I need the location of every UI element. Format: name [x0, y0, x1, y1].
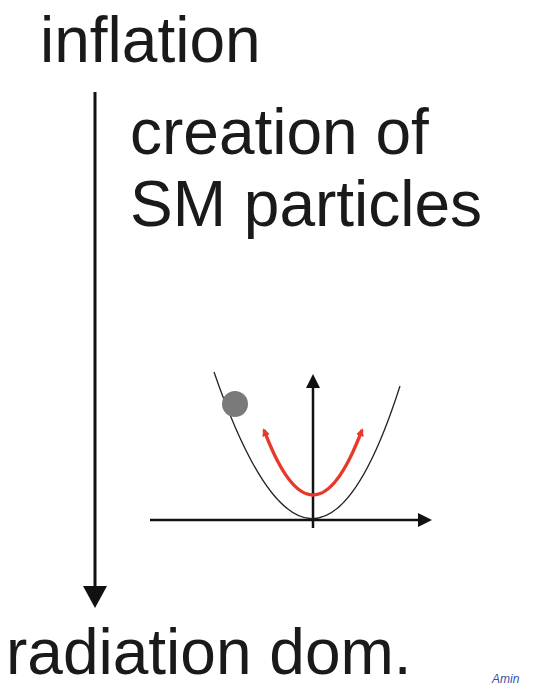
x-axis-head [418, 513, 432, 527]
x-axis [150, 519, 420, 522]
watermark: Amin [492, 672, 519, 686]
time-arrow-line [94, 92, 97, 588]
y-axis-head [306, 374, 320, 388]
y-axis [312, 386, 315, 528]
potential-curve [214, 372, 400, 519]
stage-label: radiation dom. [6, 616, 412, 688]
time-arrowhead [83, 586, 107, 608]
field-ball [222, 391, 248, 417]
oscillation-arrow [264, 430, 362, 495]
stage-label: creation of SM particles [130, 96, 510, 240]
stage-label: inflation [40, 4, 261, 76]
